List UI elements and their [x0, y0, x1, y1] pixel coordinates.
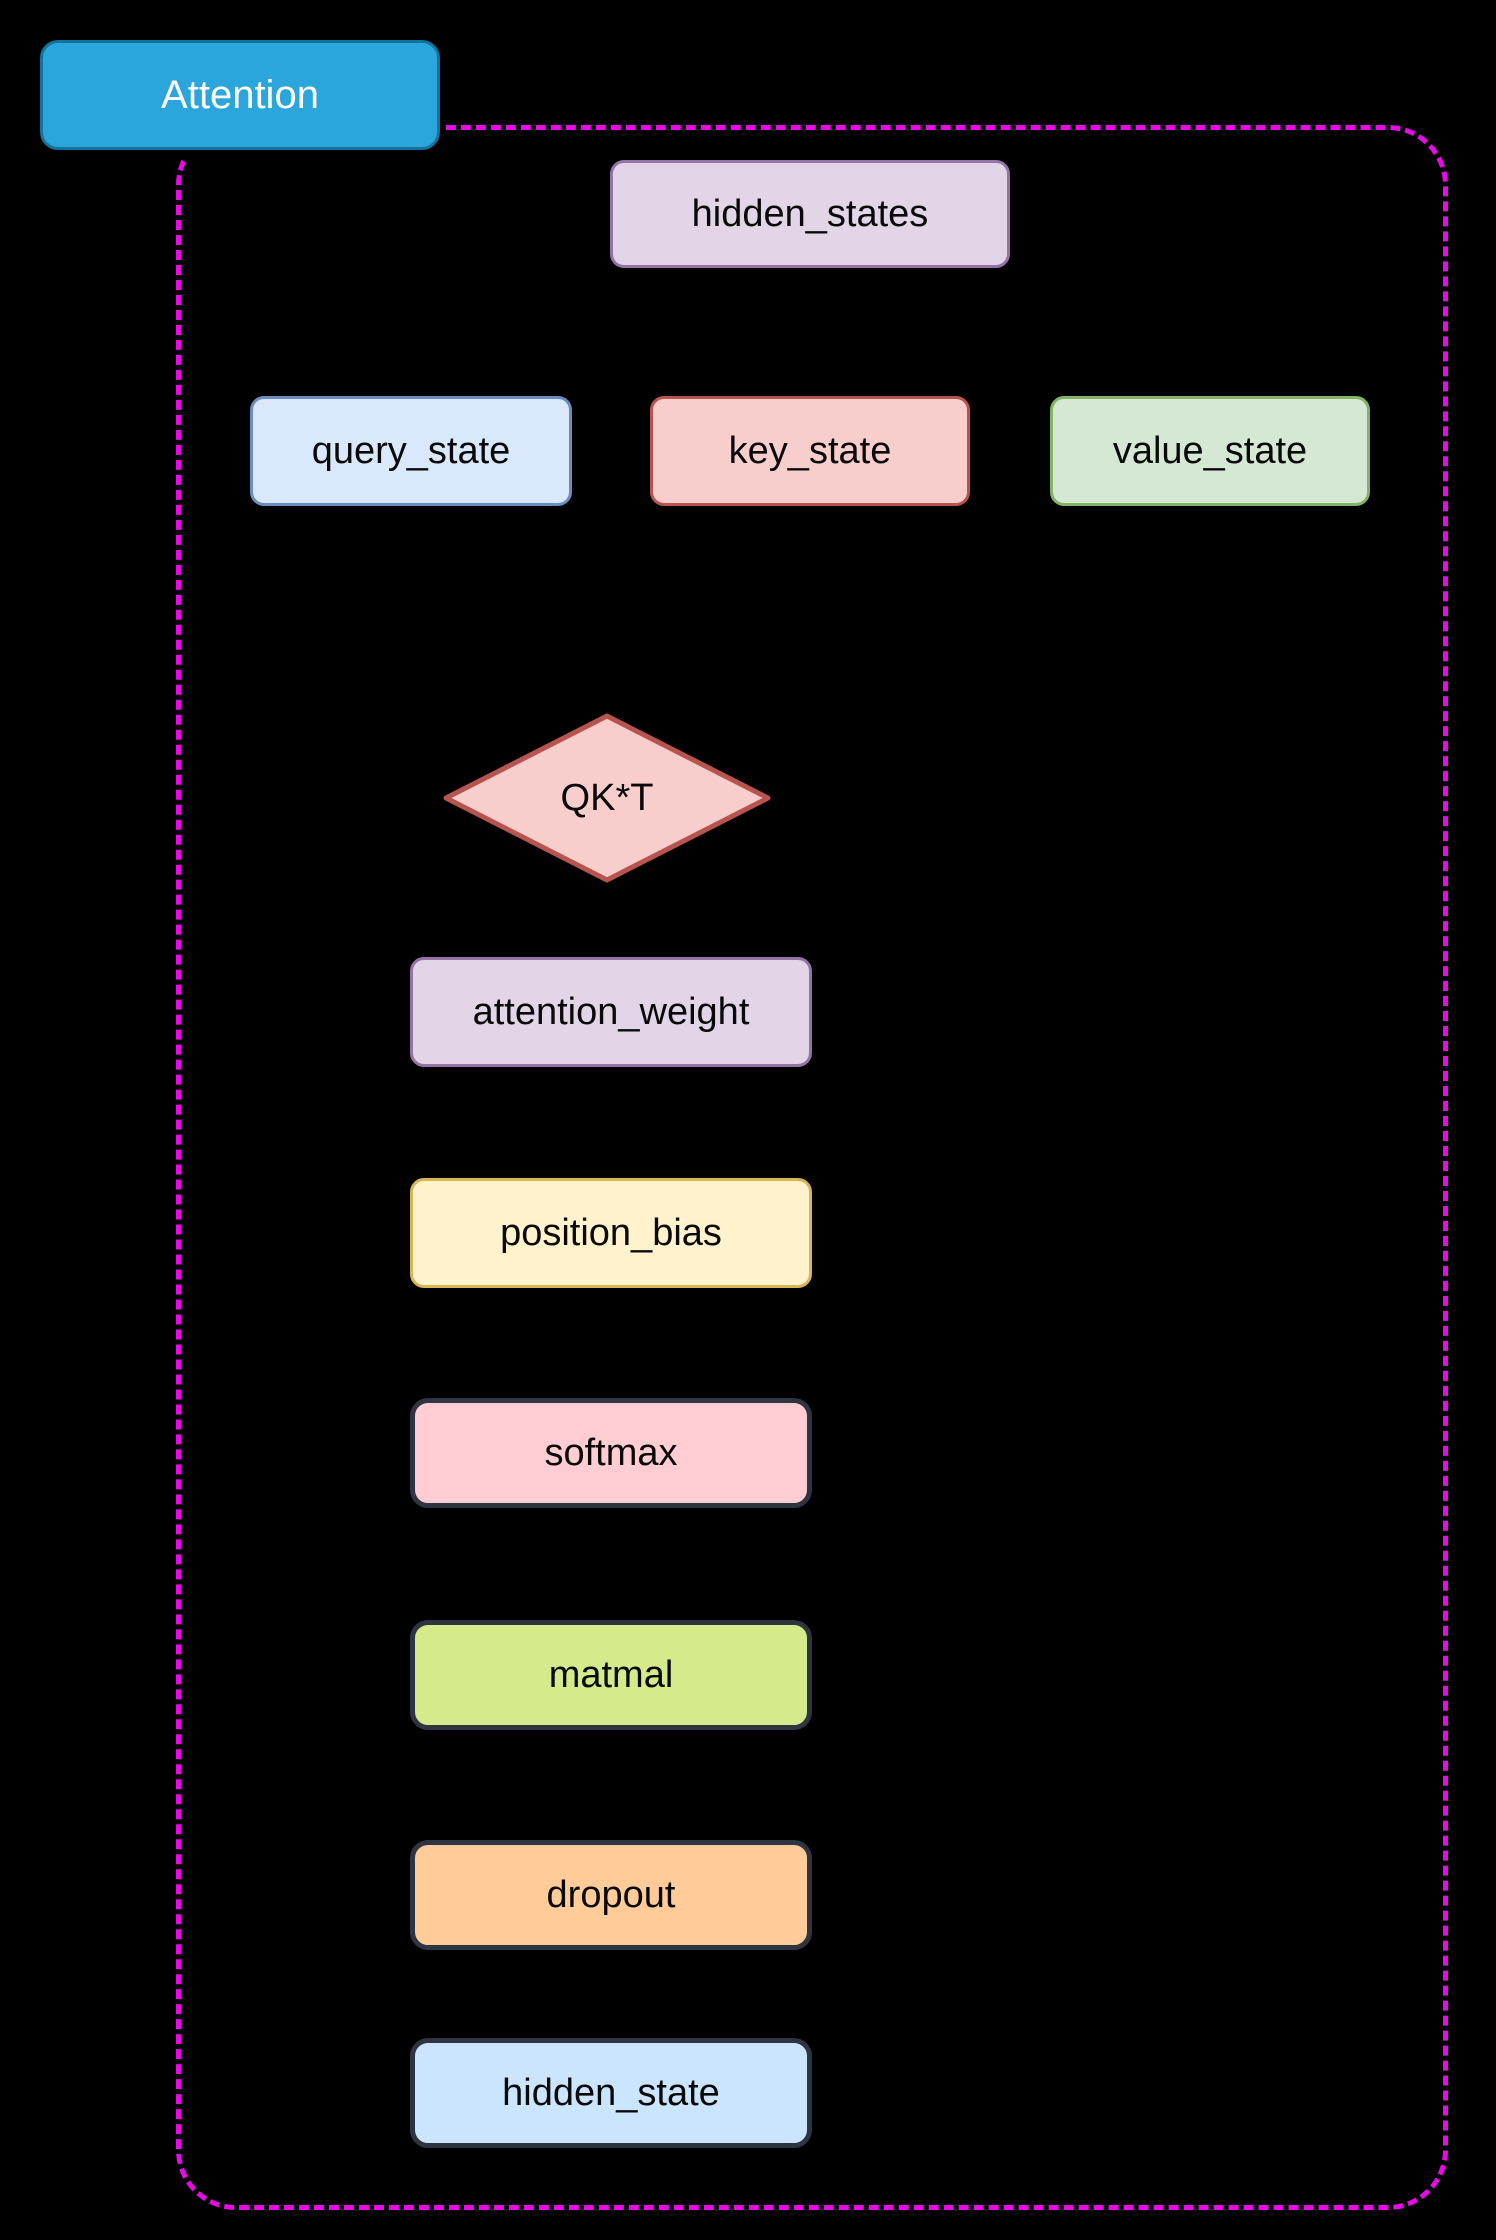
node-hidden-state[interactable]: hidden_state [410, 2038, 812, 2148]
node-position-bias[interactable]: position_bias [410, 1178, 812, 1288]
node-qkt-diamond[interactable]: QK*T [442, 712, 772, 884]
node-query-state[interactable]: query_state [250, 396, 572, 506]
qkt-diamond-shape [443, 713, 771, 883]
node-softmax[interactable]: softmax [410, 1398, 812, 1508]
node-key-state[interactable]: key_state [650, 396, 970, 506]
node-dropout[interactable]: dropout [410, 1840, 812, 1950]
node-value-state[interactable]: value_state [1050, 396, 1370, 506]
node-hidden-states[interactable]: hidden_states [610, 160, 1010, 268]
subgraph-title-attention[interactable]: Attention [40, 40, 440, 150]
attention-subgraph-container [176, 125, 1448, 2210]
node-matmal[interactable]: matmal [410, 1620, 812, 1730]
node-attention-weight[interactable]: attention_weight [410, 957, 812, 1067]
